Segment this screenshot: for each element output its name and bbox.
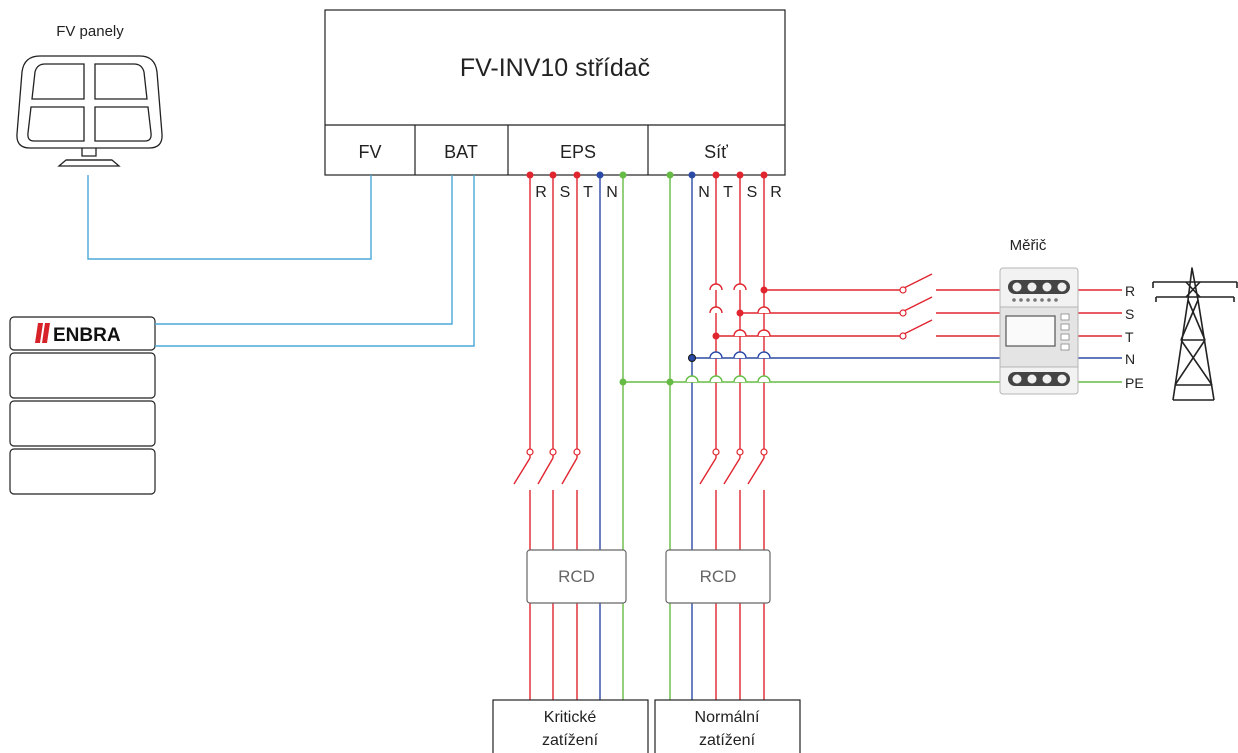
- battery-module-2: [9, 352, 156, 399]
- load-critical: Kritické zatížení: [492, 699, 649, 753]
- eps-wiring: [513, 175, 624, 700]
- load-critical-line1: Kritické: [544, 709, 597, 726]
- line-label-n: N: [1125, 351, 1135, 367]
- feed-switch-contacts: [899, 286, 907, 340]
- battery-stack: ENBRA: [9, 316, 156, 495]
- grid-wiring: [669, 175, 765, 700]
- crossing-hops: [685, 283, 771, 383]
- battery-pos-wire: [155, 175, 453, 325]
- eps-label-r: R: [535, 184, 547, 201]
- enbra-logo-icon: [35, 323, 50, 343]
- load-normal: Normální zatížení: [654, 699, 801, 753]
- grid-label-n: N: [698, 184, 710, 201]
- eps-label-t: T: [583, 184, 593, 201]
- pv-panel: FV panely: [16, 23, 163, 167]
- dc-wiring: [87, 175, 475, 347]
- battery-brand: ENBRA: [53, 325, 121, 346]
- eps-phase-labels: R S T N: [535, 184, 618, 201]
- line-label-t: T: [1125, 329, 1134, 345]
- power-pylon-icon: [1152, 267, 1238, 401]
- grid-label-r: R: [770, 184, 782, 201]
- port-bat: BAT: [444, 142, 478, 162]
- pv-panel-icon: [16, 55, 163, 167]
- battery-module-4: [9, 448, 156, 495]
- port-grid: Síť: [704, 142, 728, 162]
- rcd-left-label: RCD: [558, 567, 595, 586]
- eps-label-s: S: [560, 184, 571, 201]
- inverter-terminals: [526, 171, 768, 179]
- port-fv: FV: [358, 142, 381, 162]
- junction-dots: [619, 286, 768, 386]
- load-critical-line2: zatížení: [542, 732, 599, 749]
- line-label-pe: PE: [1125, 375, 1144, 391]
- battery-module-3: [9, 400, 156, 447]
- line-label-s: S: [1125, 306, 1134, 322]
- switch-contacts: [526, 448, 768, 456]
- rcd-left: RCD: [526, 549, 627, 604]
- rcd-right-label: RCD: [700, 567, 737, 586]
- pv-label: FV panely: [56, 23, 124, 40]
- grid-line-labels: R S T N PE: [1125, 283, 1144, 391]
- rcd-right: RCD: [665, 549, 771, 604]
- line-label-r: R: [1125, 283, 1135, 299]
- pv-to-inverter-wire: [87, 175, 372, 260]
- eps-label-n: N: [606, 184, 618, 201]
- inverter-title: FV-INV10 střídač: [460, 54, 650, 82]
- energy-meter: Měřič: [999, 237, 1079, 395]
- load-normal-line2: zatížení: [699, 732, 756, 749]
- grid-label-t: T: [723, 184, 733, 201]
- port-eps: EPS: [560, 142, 596, 162]
- load-normal-line1: Normální: [695, 709, 760, 726]
- grid-phase-labels: N T S R: [698, 184, 782, 201]
- meter-label: Měřič: [1010, 237, 1047, 254]
- meter-icon: [999, 267, 1079, 395]
- inverter: FV-INV10 střídač FV BAT EPS Síť: [324, 9, 786, 176]
- battery-neg-wire: [155, 175, 475, 347]
- grid-label-s: S: [747, 184, 758, 201]
